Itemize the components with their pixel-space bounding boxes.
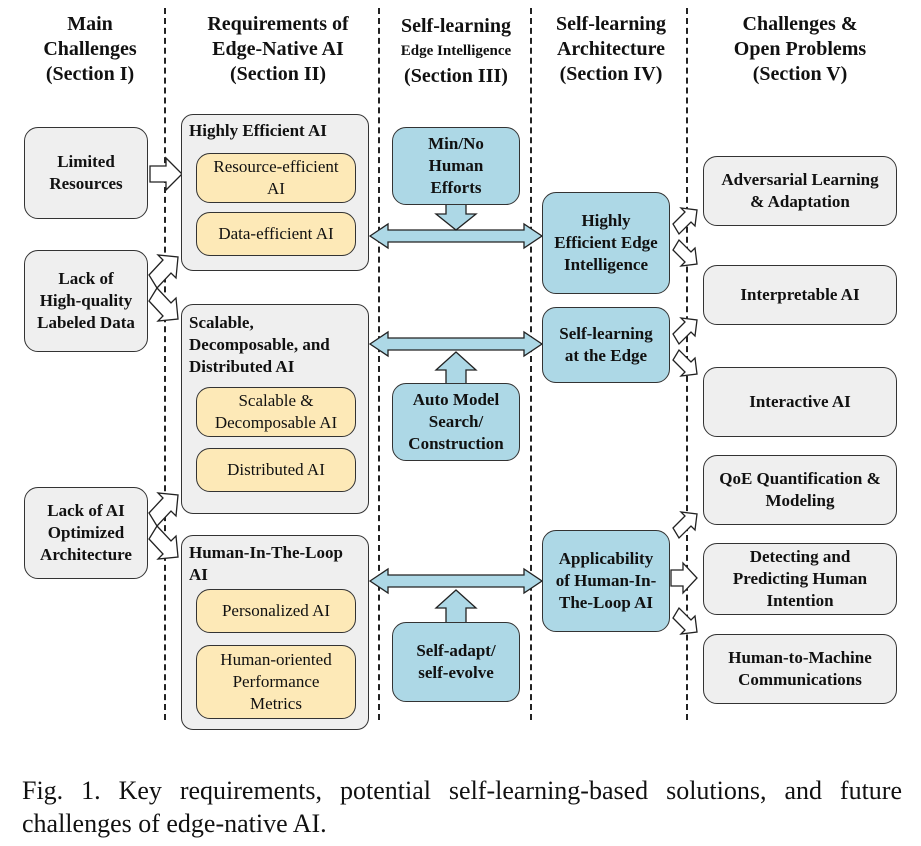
separator-2 bbox=[378, 8, 380, 720]
arrow-data-to-efficient bbox=[148, 254, 179, 290]
separator-1 bbox=[164, 8, 166, 720]
open-problem-interactive-ai: Interactive AI bbox=[703, 367, 897, 437]
header-section-iii: (Section III) bbox=[404, 65, 508, 87]
open-problem-adversarial-learning: Adversarial Learning & Adaptation bbox=[703, 156, 897, 226]
arrow-resources-to-efficient bbox=[149, 156, 183, 192]
requirement-human-oriented-metrics: Human-oriented Performance Metrics bbox=[196, 645, 356, 719]
header-main-challenges: Main Challenges (Section I) bbox=[43, 13, 137, 85]
header-challenges: Challenges & Open Problems (Section V) bbox=[733, 13, 867, 85]
requirement-resource-efficient-ai: Resource-efficient AI bbox=[196, 153, 356, 203]
open-problem-interpretable-ai: Interpretable AI bbox=[703, 265, 897, 325]
arrow-human-to-h2m bbox=[672, 606, 698, 635]
requirement-personalized-ai: Personalized AI bbox=[196, 589, 356, 633]
header-requirements: Requirements of Edge-Native AI (Section … bbox=[207, 13, 349, 85]
self-learning-self-adapt-evolve: Self-adapt/ self-evolve bbox=[392, 622, 520, 702]
arrow-human-to-qoe bbox=[672, 511, 698, 540]
separator-3 bbox=[530, 8, 532, 720]
challenge-lack-labeled-data: Lack of High-quality Labeled Data bbox=[24, 250, 148, 352]
open-problem-qoe-quantification: QoE Quantification & Modeling bbox=[703, 455, 897, 525]
arrow-selflearn-to-interactive bbox=[672, 348, 698, 377]
header-self-learning: Self-learning bbox=[401, 15, 511, 37]
requirement-scalable-decomposable-ai: Scalable & Decomposable AI bbox=[196, 387, 356, 437]
figure-caption: Fig. 1. Key requirements, potential self… bbox=[22, 776, 902, 838]
architecture-human-in-the-loop: Applicability of Human-In- The-Loop AI bbox=[542, 530, 670, 632]
self-learning-min-human-efforts: Min/No Human Efforts bbox=[392, 127, 520, 205]
arrow-human-to-intention bbox=[670, 561, 698, 595]
down-arrow-min-human bbox=[434, 203, 478, 231]
requirement-scalable-distributed-ai-title: Scalable, Decomposable, and Distributed … bbox=[189, 313, 330, 376]
up-arrow-auto-model bbox=[434, 351, 478, 385]
arrow-efficient-to-interpretable bbox=[672, 238, 698, 267]
arrow-selflearn-to-interpretable bbox=[672, 317, 698, 346]
header-architecture: Self-learning Architecture (Section IV) bbox=[556, 13, 666, 85]
requirement-highly-efficient-ai-title: Highly Efficient AI bbox=[189, 121, 327, 140]
challenge-limited-resources: Limited Resources bbox=[24, 127, 148, 219]
arrow-arch-to-human bbox=[148, 524, 179, 560]
arrow-efficient-to-adversarial bbox=[672, 207, 698, 236]
requirement-distributed-ai: Distributed AI bbox=[196, 448, 356, 492]
arrow-arch-to-scalable bbox=[148, 492, 179, 528]
up-arrow-self-adapt bbox=[434, 589, 478, 625]
arrow-data-to-scalable bbox=[148, 286, 179, 322]
requirement-human-in-the-loop-ai-title: Human-In-The-Loop AI bbox=[189, 543, 343, 584]
requirement-data-efficient-ai: Data-efficient AI bbox=[196, 212, 356, 256]
self-learning-auto-model-search: Auto Model Search/ Construction bbox=[392, 383, 520, 461]
open-problem-human-to-machine-communications: Human-to-Machine Communications bbox=[703, 634, 897, 704]
architecture-highly-efficient-edge-intelligence: Highly Efficient Edge Intelligence bbox=[542, 192, 670, 294]
open-problem-detecting-human-intention: Detecting and Predicting Human Intention bbox=[703, 543, 897, 615]
architecture-self-learning-at-edge: Self-learning at the Edge bbox=[542, 307, 670, 383]
challenge-lack-optimized-architecture: Lack of AI Optimized Architecture bbox=[24, 487, 148, 579]
header-edge-intelligence: Edge Intelligence bbox=[400, 43, 512, 59]
